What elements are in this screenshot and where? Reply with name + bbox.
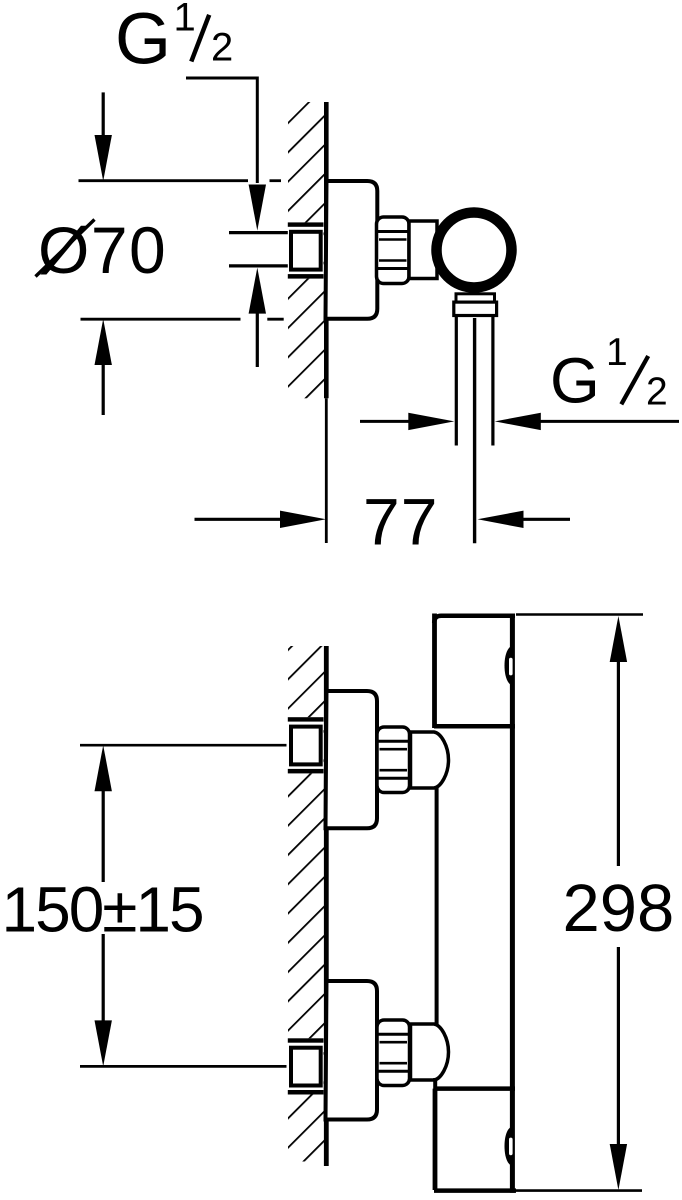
svg-text:2: 2: [211, 26, 233, 70]
svg-text:2: 2: [646, 371, 668, 414]
svg-text:Ø70: Ø70: [38, 213, 167, 287]
svg-text:150±15: 150±15: [2, 874, 203, 946]
svg-text:G: G: [115, 0, 171, 80]
svg-text:1: 1: [174, 0, 196, 39]
svg-text:77: 77: [363, 485, 438, 559]
svg-text:298: 298: [563, 871, 675, 946]
svg-text:G: G: [550, 345, 600, 417]
svg-text:1: 1: [606, 331, 628, 374]
